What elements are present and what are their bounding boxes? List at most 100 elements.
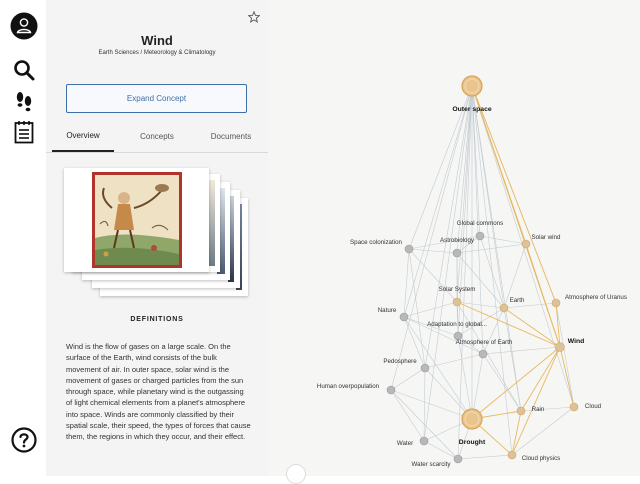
- graph-edge: [471, 353, 484, 420]
- image-card-stack[interactable]: [64, 168, 254, 298]
- graph-node-cloudphys[interactable]: Cloud physics: [507, 450, 560, 462]
- graph-edge: [559, 346, 575, 408]
- graph-edge: [457, 454, 513, 460]
- graph-edge: [403, 316, 426, 369]
- graph-node-label: Water: [397, 440, 413, 447]
- graph-edge: [471, 85, 557, 304]
- graph-edge: [471, 85, 513, 456]
- graph-node-marker[interactable]: [551, 298, 561, 308]
- footsteps-icon[interactable]: [10, 88, 38, 116]
- graph-edge: [555, 302, 575, 408]
- graph-node-spacecol[interactable]: Space colonization: [350, 239, 414, 254]
- graph-node-marker[interactable]: [516, 406, 526, 416]
- graph-node-marker[interactable]: [478, 349, 488, 359]
- graph-node-humover[interactable]: Human overpopulation: [317, 383, 396, 395]
- graph-node-drought[interactable]: Drought: [459, 408, 486, 446]
- graph-node-label: Solar System: [439, 286, 476, 293]
- graph-node-adapt[interactable]: Adaptation to global...: [427, 321, 487, 341]
- graph-node-label: Drought: [459, 439, 486, 446]
- graph-edge: [408, 248, 458, 303]
- help-icon[interactable]: [10, 426, 38, 454]
- graph-edge: [408, 248, 426, 369]
- graph-zoom-handle[interactable]: [286, 464, 306, 484]
- graph-node-label: Human overpopulation: [317, 383, 380, 390]
- graph-node-marker[interactable]: [419, 436, 429, 446]
- graph-node-label: Rain: [532, 406, 545, 413]
- graph-edge: [457, 335, 473, 420]
- tab-documents[interactable]: Documents: [210, 132, 252, 141]
- graph-node-ring: [464, 78, 480, 94]
- graph-edge: [482, 346, 561, 355]
- graph-edge: [482, 353, 522, 412]
- graph-node-earth[interactable]: Earth: [499, 297, 525, 313]
- graph-node-label: Pedosphere: [383, 358, 417, 365]
- graph-node-marker[interactable]: [420, 363, 430, 373]
- graph-node-marker[interactable]: [452, 297, 462, 307]
- graph-node-marker[interactable]: [499, 303, 509, 313]
- graph-node-marker[interactable]: [404, 244, 414, 254]
- graph-edge: [511, 346, 561, 456]
- graph-edge: [456, 85, 473, 303]
- graph-node-atme[interactable]: Atmosphere of Earth: [456, 339, 513, 359]
- graph-edge: [408, 248, 458, 254]
- graph-node-marker[interactable]: [386, 385, 396, 395]
- graph-edge: [390, 389, 473, 420]
- graph-edge: [408, 235, 481, 250]
- graph-edge: [520, 346, 561, 412]
- notepad-icon[interactable]: [10, 118, 38, 146]
- graph-edge: [390, 367, 426, 391]
- graph-edge: [423, 440, 459, 460]
- graph-node-marker[interactable]: [399, 312, 409, 322]
- graph-node-solarsys[interactable]: Solar System: [439, 286, 476, 307]
- graph-node-rain[interactable]: Rain: [516, 406, 545, 416]
- concept-breadcrumb: Earth Sciences / Meteorology & Climatolo…: [98, 50, 216, 56]
- graph-edge: [456, 85, 473, 254]
- graph-edge: [457, 335, 484, 355]
- graph-node-astro[interactable]: Astrobiology: [440, 237, 475, 258]
- graph-node-label: Astrobiology: [440, 237, 475, 244]
- graph-node-solarwind[interactable]: Solar wind: [521, 234, 561, 249]
- expand-concept-button[interactable]: Expand Concept: [66, 84, 247, 113]
- graph-edge: [520, 406, 575, 412]
- search-icon[interactable]: [10, 56, 38, 84]
- graph-edge: [457, 85, 473, 337]
- graph-node-label: Adaptation to global...: [427, 321, 487, 328]
- graph-edge: [457, 307, 505, 337]
- graph-node-cloud[interactable]: Cloud: [569, 402, 602, 412]
- graph-edge: [423, 85, 473, 442]
- graph-node-marker[interactable]: [475, 231, 485, 241]
- tab-concepts[interactable]: Concepts: [140, 132, 174, 141]
- graph-node-global[interactable]: Global commons: [457, 220, 503, 241]
- tab-overview[interactable]: Overview: [52, 121, 114, 152]
- graph-node-marker[interactable]: [452, 248, 462, 258]
- user-icon[interactable]: [10, 12, 38, 40]
- graph-edge: [403, 301, 458, 318]
- graph-node-marker[interactable]: [521, 239, 531, 249]
- graph-node-wind[interactable]: Wind: [555, 338, 585, 352]
- graph-edge: [424, 353, 484, 369]
- graph-edge: [555, 302, 561, 348]
- concept-panel: Wind Earth Sciences / Meteorology & Clim…: [46, 0, 269, 476]
- star-icon[interactable]: [247, 10, 261, 23]
- graph-node-waterscar[interactable]: Water scarcity: [412, 454, 463, 468]
- graph-edge: [403, 248, 410, 318]
- graph-edge: [456, 252, 505, 309]
- graph-node-marker[interactable]: [453, 331, 463, 341]
- graph-node-atmu[interactable]: Atmosphere of Uranus: [551, 294, 627, 308]
- graph-edge: [479, 235, 505, 309]
- graph-node-marker[interactable]: [569, 402, 579, 412]
- graph-node-pedo[interactable]: Pedosphere: [383, 358, 430, 373]
- graph-node-label: Solar wind: [532, 234, 561, 241]
- graph-edge: [482, 307, 505, 355]
- graph-node-nature[interactable]: Nature: [378, 307, 409, 322]
- graph-node-outer[interactable]: Outer space: [452, 75, 492, 113]
- graph-node-marker[interactable]: [507, 450, 517, 460]
- graph-edge: [503, 307, 522, 412]
- graph-node-marker[interactable]: [555, 342, 565, 352]
- graph-node-water[interactable]: Water: [397, 436, 429, 447]
- graph-node-label: Global commons: [457, 220, 503, 227]
- concept-title: Wind: [141, 33, 173, 48]
- graph-node-marker[interactable]: [453, 454, 463, 464]
